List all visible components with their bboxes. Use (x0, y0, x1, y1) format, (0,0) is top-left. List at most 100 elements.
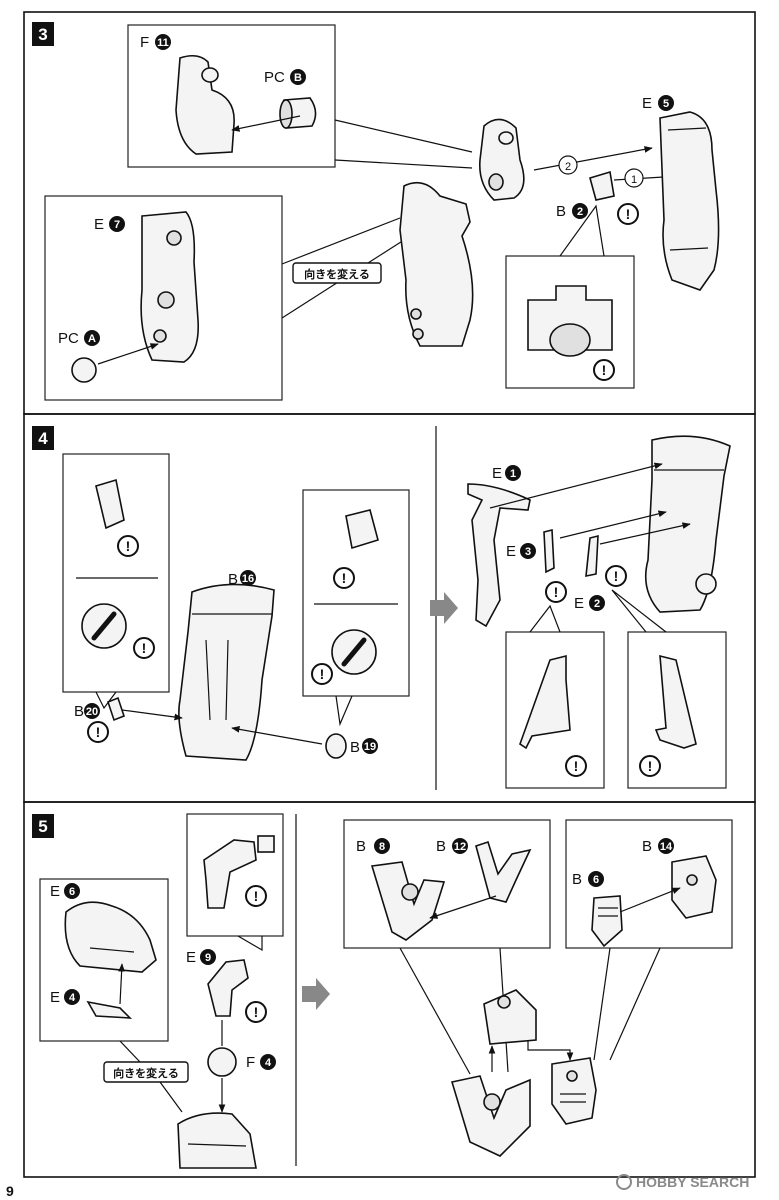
callout-e9-zoom (186, 813, 284, 937)
step-4-badge: 4 (32, 426, 54, 450)
svg-text:3: 3 (38, 25, 47, 44)
watermark: HOBBY SEARCH (616, 1174, 749, 1190)
caution-b19-b: ! (311, 663, 333, 685)
svg-text:向きを変える: 向きを変える (113, 1066, 179, 1080)
step-arrow-4 (430, 592, 458, 624)
part-b8 (370, 861, 446, 941)
svg-text:E: E (50, 989, 60, 1006)
label-e4: E 4 (50, 989, 80, 1006)
caution-b2-zoom: ! (593, 359, 615, 381)
caution-b20-c: ! (87, 721, 109, 743)
svg-text:3: 3 (525, 546, 531, 558)
svg-text:4: 4 (38, 429, 48, 448)
part-e2-zoom (654, 654, 697, 749)
label-e5: E 5 (642, 95, 674, 112)
caution-e3-zoom: ! (565, 755, 587, 777)
svg-text:1: 1 (510, 468, 516, 480)
part-e3 (543, 528, 555, 574)
svg-text:E: E (574, 595, 584, 612)
label-f11: F 11 (140, 34, 171, 51)
caution-b19-a: ! (333, 567, 355, 589)
part-b14-assembled (551, 1057, 597, 1125)
part-b2 (589, 170, 615, 201)
step-arrow-5 (302, 978, 330, 1010)
arrow-step-1: 1 (624, 168, 644, 188)
label-pc-a: PC A (58, 330, 100, 347)
svg-text:B: B (556, 203, 566, 220)
part-cylinder (478, 118, 525, 201)
caution-e9-zoom: ! (245, 885, 267, 907)
svg-text:!: ! (614, 568, 619, 584)
svg-text:B: B (350, 739, 360, 756)
caution-e2-zoom: ! (639, 755, 661, 777)
part-b12 (475, 840, 532, 903)
label-b20: B 20 (74, 703, 100, 720)
part-e3-zoom (519, 654, 571, 750)
rotate-note-5: 向きを変える (103, 1061, 189, 1083)
svg-text:12: 12 (454, 841, 466, 853)
caution-e2: ! (605, 565, 627, 587)
part-f4 (207, 1047, 237, 1077)
svg-text:!: ! (554, 584, 559, 600)
svg-text:!: ! (574, 758, 579, 774)
svg-text:B: B (572, 871, 582, 888)
svg-text:20: 20 (86, 706, 98, 718)
svg-text:!: ! (126, 538, 131, 554)
caution-e3: ! (545, 581, 567, 603)
svg-text:8: 8 (379, 841, 385, 853)
svg-text:向きを変える: 向きを変える (304, 267, 370, 281)
svg-text:A: A (88, 333, 96, 345)
svg-text:11: 11 (157, 37, 169, 49)
svg-text:E: E (642, 95, 652, 112)
svg-text:7: 7 (114, 219, 120, 231)
caution-b20-b: ! (133, 637, 155, 659)
svg-text:B: B (356, 838, 366, 855)
label-f4: F 4 (246, 1054, 276, 1071)
label-e9: E 9 (186, 949, 216, 966)
part-f11 (175, 54, 235, 155)
svg-text:B: B (294, 72, 302, 84)
svg-text:B: B (436, 838, 446, 855)
svg-text:!: ! (342, 570, 347, 586)
svg-text:6: 6 (69, 886, 75, 898)
arrow-step-2: 2 (558, 155, 578, 175)
part-arm-body (399, 181, 474, 347)
svg-text:F: F (246, 1054, 255, 1071)
step-3-badge: 3 (32, 22, 54, 46)
step-3-panel: 3 F 11 PC B 2 (23, 11, 756, 415)
part-b20-zoom-side (95, 478, 125, 530)
svg-text:!: ! (320, 666, 325, 682)
label-pc-b: PC B (264, 69, 306, 86)
svg-text:PC: PC (264, 69, 285, 86)
svg-text:E: E (492, 465, 502, 482)
part-e5 (659, 111, 720, 291)
svg-text:19: 19 (364, 741, 376, 753)
label-e6: E 6 (50, 883, 80, 900)
part-e9-zoom (203, 839, 257, 909)
part-b16 (178, 583, 275, 761)
part-e2 (585, 534, 599, 577)
step-4-panel: 4 ! ! B 16 B 20 (23, 413, 756, 803)
step-5-badge: 5 (32, 814, 54, 838)
label-b14: B 14 (642, 838, 674, 855)
part-e9 (207, 959, 249, 1017)
svg-text:HOBBY SEARCH: HOBBY SEARCH (636, 1174, 749, 1190)
svg-text:16: 16 (242, 573, 254, 585)
part-e6 (64, 901, 157, 973)
svg-text:2: 2 (577, 206, 583, 218)
part-b8-assembled (450, 1075, 531, 1157)
caution-b20-a: ! (117, 535, 139, 557)
svg-text:PC: PC (58, 330, 79, 347)
label-b12: B 12 (436, 838, 468, 855)
label-e2: E 2 (574, 595, 605, 612)
svg-text:B: B (642, 838, 652, 855)
svg-text:!: ! (96, 724, 101, 740)
svg-text:!: ! (254, 888, 259, 904)
caution-e9: ! (245, 1001, 267, 1023)
part-hip-top (483, 989, 537, 1045)
step-5-panel: 5 E 6 E 4 ! E 9 (23, 801, 756, 1178)
svg-text:B: B (228, 571, 238, 588)
label-e1: E 1 (492, 465, 521, 482)
label-b16: B 16 (228, 570, 256, 588)
svg-text:4: 4 (69, 992, 76, 1004)
